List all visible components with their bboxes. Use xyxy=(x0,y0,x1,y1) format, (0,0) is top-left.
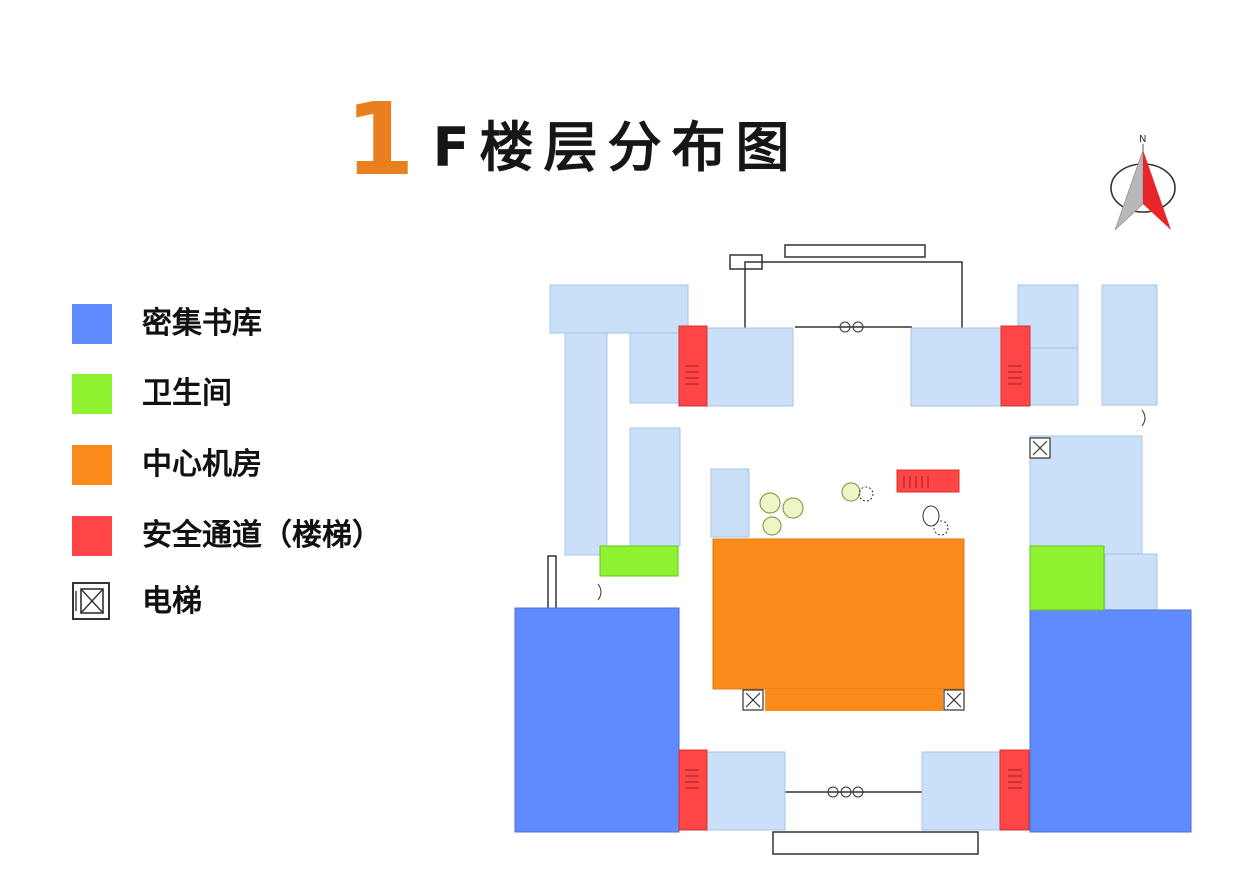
room xyxy=(1029,347,1079,406)
legend-item-machine-room: 中心机房 xyxy=(72,445,432,485)
legend-swatch-stacks xyxy=(72,304,112,344)
room xyxy=(1104,553,1158,611)
room xyxy=(564,332,608,556)
stair xyxy=(999,749,1030,831)
room xyxy=(629,332,681,404)
restroom-west xyxy=(599,545,679,577)
room xyxy=(706,327,794,407)
restroom-east xyxy=(1029,545,1105,611)
legend-label: 卫生间 xyxy=(142,376,232,411)
stacks-west xyxy=(514,607,680,833)
legend-item-stacks: 密集书库 xyxy=(72,304,432,344)
north-label: N xyxy=(1139,134,1146,145)
room xyxy=(921,751,1001,831)
room xyxy=(710,468,750,538)
rooms-stacks xyxy=(514,607,1192,833)
elevator-icon xyxy=(1029,437,1051,459)
stacks-east xyxy=(1029,609,1192,833)
legend-item-safety-exit: 安全通道（楼梯） xyxy=(72,516,432,556)
legend-label: 电梯 xyxy=(142,584,202,619)
title-text: F楼层分布图 xyxy=(432,116,800,179)
legend-label: 中心机房 xyxy=(142,447,262,482)
legend-label: 安全通道（楼梯） xyxy=(142,518,382,553)
stair xyxy=(678,749,708,831)
elevator-icon xyxy=(72,582,110,620)
room xyxy=(910,327,1002,407)
legend-swatch-machine-room xyxy=(72,445,112,485)
elevator-icon xyxy=(943,689,965,711)
legend-label: 密集书库 xyxy=(142,306,262,341)
rooms-restroom xyxy=(599,545,1105,611)
title-floor-number: 1 xyxy=(345,81,415,198)
north-arrow-icon: N xyxy=(1110,134,1176,231)
legend-swatch-safety-exit xyxy=(72,516,112,556)
room xyxy=(549,284,689,334)
legend-item-elevator: 电梯 xyxy=(72,582,432,622)
room xyxy=(706,751,786,831)
stair xyxy=(1000,325,1031,407)
stair-treads xyxy=(685,365,1022,789)
room xyxy=(1101,284,1158,406)
machine-room xyxy=(712,538,965,711)
doors xyxy=(597,321,1146,798)
legend-swatch-restroom xyxy=(72,374,112,414)
courtyard-features xyxy=(858,486,949,536)
elevator-icon xyxy=(742,689,764,711)
courtyard-plants xyxy=(759,482,861,536)
legend-item-restroom: 卫生间 xyxy=(72,374,432,414)
elevators xyxy=(742,437,1051,711)
page-title: 1 F楼层分布图 xyxy=(345,80,799,190)
room xyxy=(629,427,681,547)
